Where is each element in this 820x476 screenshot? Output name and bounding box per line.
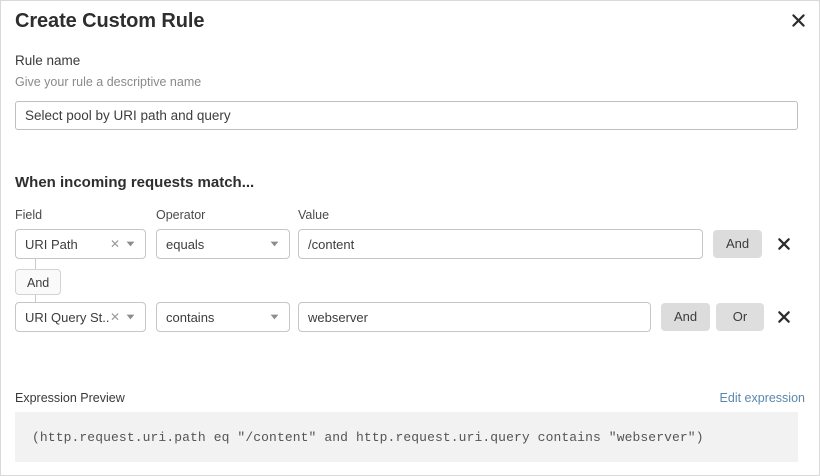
- field-select-row-2[interactable]: URI Query St... ✕: [15, 302, 146, 332]
- operator-select-value: contains: [166, 309, 215, 325]
- clear-x-icon[interactable]: ✕: [109, 309, 120, 324]
- connector-and-chip[interactable]: And: [15, 269, 62, 295]
- rule-name-label: Rule name: [15, 53, 81, 68]
- chevron-down-icon: [270, 241, 279, 247]
- operator-select-row-1[interactable]: equals: [156, 229, 290, 259]
- logic-and-button-row-1[interactable]: And: [713, 230, 763, 258]
- rule-name-help-text: Give your rule a descriptive name: [15, 75, 202, 89]
- expression-preview-box: (http.request.uri.path eq "/content" and…: [15, 412, 798, 462]
- chevron-down-icon: [126, 241, 135, 247]
- clear-x-icon[interactable]: ✕: [109, 236, 120, 251]
- chevron-down-icon: [126, 314, 135, 320]
- connector-line-bottom: [35, 295, 36, 305]
- condition-row: URI Path ✕ equals And: [1, 229, 819, 259]
- operator-select-value: equals: [166, 236, 205, 252]
- condition-row: URI Query St... ✕ contains And Or: [1, 302, 819, 332]
- logic-or-button-row-2[interactable]: Or: [716, 303, 764, 331]
- close-dialog-button[interactable]: [785, 7, 811, 33]
- chevron-down-icon: [270, 314, 279, 320]
- remove-condition-button-row-1[interactable]: [773, 233, 795, 255]
- field-select-value: URI Path: [25, 236, 78, 252]
- row-connector: And: [15, 259, 135, 305]
- rule-name-input[interactable]: [15, 101, 798, 130]
- logic-and-button-row-2[interactable]: And: [661, 303, 711, 331]
- value-input-row-1[interactable]: [298, 229, 703, 259]
- column-header-field: Field: [15, 208, 43, 222]
- field-select-row-1[interactable]: URI Path ✕: [15, 229, 146, 259]
- remove-condition-button-row-2[interactable]: [773, 306, 795, 328]
- column-header-operator: Operator: [156, 208, 206, 222]
- field-select-value: URI Query St...: [25, 309, 110, 325]
- value-input-row-2[interactable]: [298, 302, 651, 332]
- close-icon: [778, 238, 790, 250]
- connector-line-top: [35, 259, 36, 269]
- expression-preview-label: Expression Preview: [15, 391, 125, 405]
- operator-select-row-2[interactable]: contains: [156, 302, 290, 332]
- edit-expression-link[interactable]: Edit expression: [719, 391, 805, 405]
- column-header-value: Value: [298, 208, 330, 222]
- close-icon: [791, 13, 805, 27]
- expression-code: (http.request.uri.path eq "/content" and…: [32, 429, 704, 445]
- match-section-heading: When incoming requests match...: [15, 174, 255, 191]
- close-icon: [778, 311, 790, 323]
- dialog-title: Create Custom Rule: [15, 10, 205, 32]
